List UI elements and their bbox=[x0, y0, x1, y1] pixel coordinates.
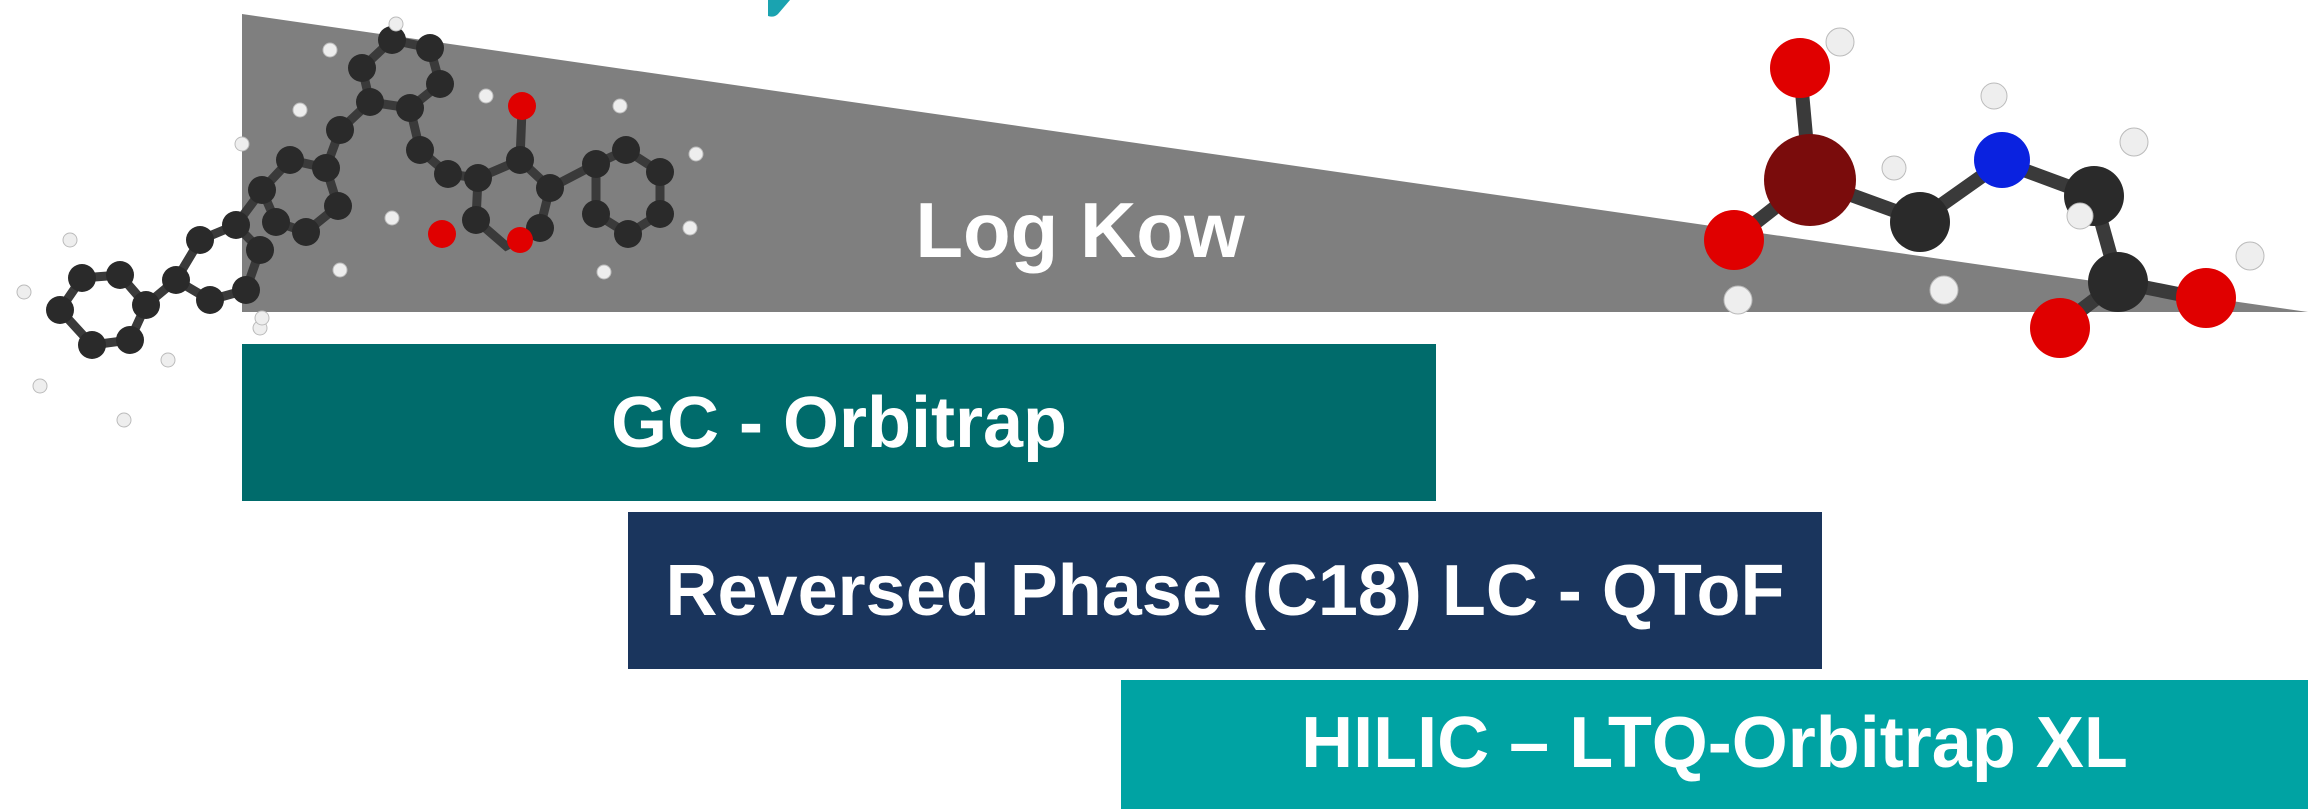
reversed-phase-lc-qtof-bar: Reversed Phase (C18) LC - QToF bbox=[628, 512, 1822, 669]
gc-orbitrap-bar: GC - Orbitrap bbox=[242, 344, 1436, 501]
hilic-ltq-orbitrap-label: HILIC – LTQ-Orbitrap XL bbox=[1301, 703, 2128, 783]
reversed-phase-lc-qtof-label: Reversed Phase (C18) LC - QToF bbox=[665, 550, 1785, 631]
title-fragment bbox=[768, 0, 790, 17]
log-kow-label: Log Kow bbox=[915, 185, 1245, 274]
hilic-ltq-orbitrap-bar: HILIC – LTQ-Orbitrap XL bbox=[1121, 680, 2308, 809]
gc-orbitrap-label: GC - Orbitrap bbox=[610, 382, 1067, 463]
